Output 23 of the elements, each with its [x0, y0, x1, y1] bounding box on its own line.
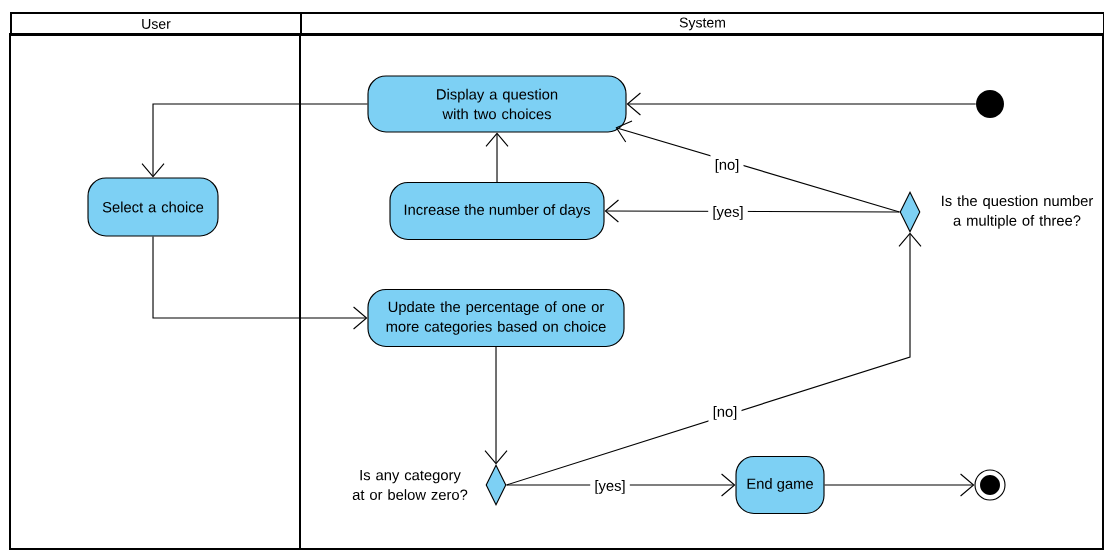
edge-label: [yes] [590, 475, 630, 499]
action-box: Increase the number of days [389, 181, 605, 241]
action-box: Select a choice [87, 177, 219, 237]
node-label: User [142, 19, 171, 29]
action-box: Display a question with two choices [367, 75, 627, 133]
arrow [152, 236, 368, 330]
arrow [141, 103, 368, 178]
action-box: End game [735, 455, 825, 515]
arrow [824, 473, 975, 497]
arrow [615, 120, 900, 213]
decision-label: Is any category at or below zero? [352, 470, 468, 500]
edge-label: [yes] [708, 201, 748, 225]
arrow [506, 232, 922, 486]
node-label: System [679, 17, 725, 31]
start-dot [976, 90, 1004, 118]
arrow [485, 132, 509, 183]
action-box: Update the percentage of one or more categories based on choice [367, 288, 625, 348]
edge-label: [no] [710, 154, 744, 178]
arrow [484, 346, 508, 465]
end-bullseye [974, 469, 1006, 501]
arrow [626, 92, 977, 116]
edge-label: [no] [708, 401, 742, 425]
decision-label: Is the question number a multiple of three? [942, 195, 1094, 229]
